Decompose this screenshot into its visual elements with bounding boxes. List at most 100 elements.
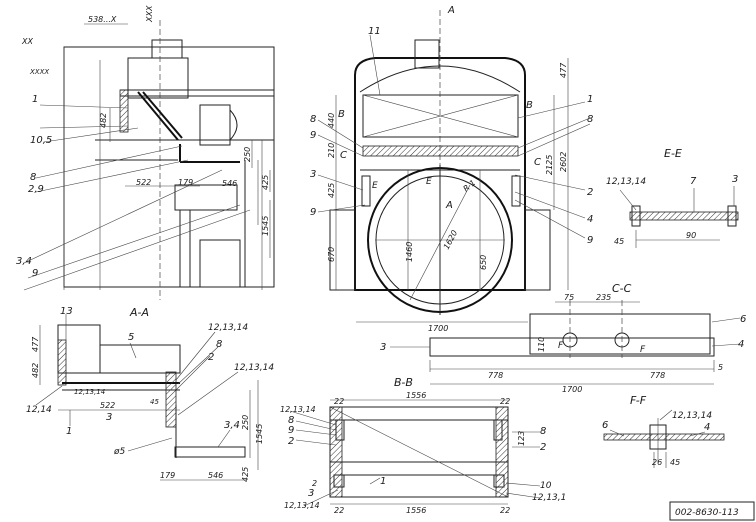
dim-22-tr: 22 bbox=[500, 397, 510, 406]
callout-5: 5 bbox=[128, 332, 134, 343]
callout-12-13-14-b: 12,13,14 bbox=[234, 363, 274, 373]
dim-482: 482 bbox=[99, 113, 108, 128]
callout-2b: 2 bbox=[540, 442, 546, 453]
dim-522: 522 bbox=[100, 401, 115, 410]
callout-2: 2 bbox=[208, 352, 214, 363]
dim-2: 2 bbox=[312, 479, 317, 488]
dim-778-right: 778 bbox=[650, 371, 665, 380]
section-mark-c-right: C bbox=[534, 157, 541, 168]
section-mark-b-left: B bbox=[338, 109, 345, 120]
callout-3: 3 bbox=[106, 412, 112, 423]
dim-1556-top: 1556 bbox=[406, 391, 426, 400]
dim-522: 522 bbox=[136, 178, 151, 187]
callout-6: 6 bbox=[740, 314, 746, 325]
section-title-f-f: F-F bbox=[630, 394, 647, 407]
section-b-b: B-B 12,13,14 8 9 2 8 2 1 10 12,13,1 12,1… bbox=[280, 376, 566, 515]
drawing-number: 002-8630-113 bbox=[675, 508, 739, 518]
drawing-number-box bbox=[669, 501, 755, 521]
side-top-cap bbox=[151, 39, 183, 59]
dim-45: 45 bbox=[150, 398, 159, 406]
callout-12-13-14: 12,13,14 bbox=[606, 177, 646, 187]
callout-4: 4 bbox=[704, 422, 710, 433]
dim-5: 5 bbox=[718, 363, 723, 372]
dim-110: 110 bbox=[537, 337, 546, 352]
dim-90: 90 bbox=[686, 231, 696, 240]
dim-546: 546 bbox=[222, 179, 237, 188]
callout-10: 10 bbox=[540, 481, 552, 491]
dim-1545: 1545 bbox=[255, 424, 264, 444]
callout-3: 3 bbox=[310, 169, 316, 180]
section-mark-b-right: B bbox=[526, 100, 533, 111]
dim-425: 425 bbox=[327, 183, 336, 198]
mark-xxxx: XXXX bbox=[29, 68, 49, 76]
mark-xxx: XXX bbox=[145, 5, 154, 23]
dim-477: 477 bbox=[559, 62, 568, 78]
front-view: 11 8 9 3 9 1 8 2 4 9 B B C C E E A A 170… bbox=[310, 5, 593, 333]
callout-9b: 9 bbox=[310, 207, 316, 218]
f-f-plate bbox=[603, 433, 725, 441]
callout-7: 7 bbox=[690, 176, 697, 187]
section-title-a-a: A-A bbox=[129, 306, 149, 319]
callout-9: 9 bbox=[288, 425, 294, 436]
dim-482: 482 bbox=[31, 363, 40, 378]
callout-6: 6 bbox=[602, 420, 608, 431]
dim-546: 546 bbox=[208, 471, 223, 480]
side-view: XX XXXX XXX 538...X 1 10,5 8 2,9 3,4 9 4… bbox=[16, 5, 275, 300]
mark-xx: XX bbox=[21, 37, 33, 46]
section-mark-a: A bbox=[445, 200, 453, 211]
dim-o5: ø5 bbox=[113, 447, 126, 457]
c-c-channel bbox=[529, 313, 711, 355]
title-stamp: 002-8630-113 bbox=[669, 501, 755, 521]
callout-8: 8 bbox=[216, 339, 222, 350]
mark-f-left: F bbox=[558, 341, 564, 351]
dim-210: 210 bbox=[327, 143, 336, 158]
callout-13: 13 bbox=[60, 306, 73, 317]
callout-8: 8 bbox=[288, 415, 294, 426]
section-a-a: A-A 13 5 12,13,14 8 2 12,13,14 12,13,14 … bbox=[26, 306, 274, 482]
dim-250: 250 bbox=[243, 147, 252, 162]
dim-45: 45 bbox=[614, 237, 624, 246]
callout-9c: 9 bbox=[587, 235, 593, 246]
dim-75: 75 bbox=[564, 293, 574, 302]
dim-250: 250 bbox=[241, 415, 250, 430]
callout-8: 8 bbox=[310, 114, 316, 125]
callout-1: 1 bbox=[587, 94, 593, 105]
callout-8b: 8 bbox=[540, 426, 546, 437]
callout-2: 2 bbox=[288, 436, 294, 447]
dim-1700: 1700 bbox=[428, 324, 448, 333]
dim-26: 26 bbox=[652, 458, 662, 467]
callout-2-9: 2,9 bbox=[28, 184, 44, 195]
section-title-c-c: C-C bbox=[612, 282, 632, 295]
e-e-plate bbox=[629, 211, 739, 221]
dim-179: 179 bbox=[178, 178, 193, 187]
dim-45: 45 bbox=[670, 458, 680, 467]
callout-12-13-14-b: 12,13,14 bbox=[284, 501, 320, 510]
a-a-hatched-post bbox=[57, 339, 67, 386]
section-mark-e-left: E bbox=[372, 181, 378, 191]
section-c-c: C-C 6 3 4 F F 75 235 110 778 778 1700 5 bbox=[380, 282, 746, 394]
view-mark-a: A bbox=[447, 5, 455, 16]
callout-4: 4 bbox=[587, 214, 593, 225]
callout-2: 2 bbox=[587, 187, 593, 198]
section-title-b-b: B-B bbox=[394, 376, 413, 389]
callout-3: 3 bbox=[380, 342, 386, 353]
section-e-e: E-E 12,13,14 7 3 45 90 bbox=[606, 147, 739, 248]
dim-22-br: 22 bbox=[500, 506, 510, 515]
callout-12-13-14: 12,13,14 bbox=[672, 411, 712, 421]
callout-1: 1 bbox=[380, 476, 386, 487]
callout-1: 1 bbox=[66, 426, 72, 437]
section-title-e-e: E-E bbox=[664, 147, 682, 160]
dim-425: 425 bbox=[261, 175, 270, 190]
dim-2125: 2125 bbox=[545, 155, 554, 175]
callout-11: 11 bbox=[368, 26, 381, 37]
dim-22-bl: 22 bbox=[334, 506, 344, 515]
dim-1700: 1700 bbox=[562, 385, 582, 394]
callout-12-13-14-a: 12,13,14 bbox=[208, 323, 248, 333]
callout-3: 3 bbox=[308, 488, 314, 499]
callout-1: 1 bbox=[32, 94, 38, 105]
mark-f-right: F bbox=[640, 345, 646, 355]
callout-12-13-14-a: 12,13,14 bbox=[280, 405, 316, 414]
dim-477: 477 bbox=[31, 336, 40, 352]
dim-1460: 1460 bbox=[405, 242, 414, 262]
